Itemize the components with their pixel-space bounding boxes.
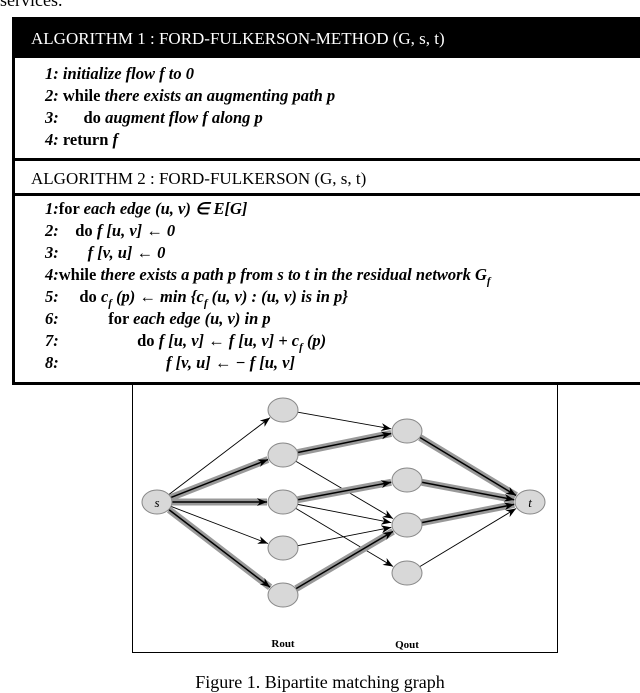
node-s xyxy=(141,489,173,515)
qout-label: Qout xyxy=(395,639,419,651)
line-segment: augment flow f along p xyxy=(105,108,263,127)
source-label: s xyxy=(154,495,159,510)
line-segment: 3: xyxy=(45,108,84,127)
node-R4 xyxy=(267,535,299,561)
line-segment: f xyxy=(112,130,119,149)
algorithm1-title: ALGORITHM 1 : FORD-FULKERSON-METHOD (G, … xyxy=(15,20,640,58)
algorithm-line: 1:for each edge (u, v) ∈ E[G] xyxy=(45,198,491,220)
edge-R2-Q1 xyxy=(297,431,392,454)
line-segment: (u, v) : (u, v) is in p} xyxy=(207,287,348,306)
algorithm-box: ALGORITHM 1 : FORD-FULKERSON-METHOD (G, … xyxy=(12,17,640,385)
edge-Q1-t xyxy=(419,436,517,497)
edge-Q3-t xyxy=(421,502,515,524)
figure-caption: Figure 1. Bipartite matching graph xyxy=(195,672,445,692)
edge-R1-Q1 xyxy=(297,411,392,432)
line-segment: each edge (u, v) ∈ E[G] xyxy=(83,199,248,218)
edge-s-R4 xyxy=(170,506,269,544)
line-segment: while xyxy=(58,265,101,284)
line-segment: (p) xyxy=(302,331,327,350)
node-Q3 xyxy=(391,512,423,538)
node-R1 xyxy=(267,397,299,423)
algorithm1-lines: 1: initialize flow f to 0 2: while there … xyxy=(45,63,335,151)
node-R5 xyxy=(267,582,299,608)
algorithm-line: 6: for each edge (u, v) in p xyxy=(45,308,491,330)
edge-s-R5 xyxy=(168,509,271,588)
line-segment: f xyxy=(108,297,112,310)
line-segment: each edge (u, v) in p xyxy=(133,309,271,328)
algorithm-line: 3: do augment flow f along p xyxy=(45,107,335,129)
line-segment: 7: xyxy=(45,331,138,350)
intro-text: services. xyxy=(0,0,63,10)
algorithm2-lines: 1:for each edge (u, v) ∈ E[G]2: do f [u,… xyxy=(45,198,491,374)
line-segment: 8: f [v, u] ← − f [u, v] xyxy=(45,353,295,372)
line-segment: f xyxy=(203,297,208,310)
edge-R3-Q2 xyxy=(297,480,392,501)
algorithm-line: 2: while there exists an augmenting path… xyxy=(45,85,335,107)
line-segment: while xyxy=(62,86,105,105)
algorithm-line: 3: f [v, u] ← 0 xyxy=(45,242,491,264)
line-segment: (p) ← min {c xyxy=(111,287,204,306)
line-segment: f [u, v] ← f [u, v] + c xyxy=(158,331,300,350)
line-segment: there exists a path p from s to t in the… xyxy=(100,265,487,284)
line-segment: 6: xyxy=(45,309,109,328)
line-segment: return xyxy=(62,130,113,149)
edge-Q2-t xyxy=(421,481,515,502)
node-t xyxy=(514,489,546,515)
algorithm-line: 7: do f [u, v] ← f [u, v] + cf (p) xyxy=(45,330,491,354)
algorithm2-title: ALGORITHM 2 : FORD-FULKERSON (G, s, t) xyxy=(15,158,640,196)
line-segment: for xyxy=(108,309,134,328)
node-R2 xyxy=(267,442,299,468)
sink-label: t xyxy=(528,495,532,510)
line-segment: 5: xyxy=(45,287,80,306)
line-segment: f xyxy=(299,341,303,354)
line-segment: 1: xyxy=(45,199,59,218)
line-segment: 4: xyxy=(45,265,59,284)
node-R3 xyxy=(267,489,299,515)
rout-label: Rout xyxy=(271,638,295,650)
algorithm-line: 8: f [v, u] ← − f [u, v] xyxy=(45,352,491,374)
edge-R3-Q4 xyxy=(295,508,394,567)
algorithm-line: 4:while there exists a path p from s to … xyxy=(45,264,491,288)
line-segment: do xyxy=(75,221,97,240)
algorithm-line: 4: return f xyxy=(45,129,335,151)
edge-s-R2 xyxy=(170,458,269,499)
line-segment: for xyxy=(58,199,84,218)
edge-R4-Q3 xyxy=(297,525,392,547)
line-segment: c xyxy=(100,287,109,306)
line-segment: there exists an augmenting path p xyxy=(104,86,336,105)
edge-R5-Q3 xyxy=(295,530,394,590)
algorithm-line: 1: initialize flow f to 0 xyxy=(45,63,335,85)
algorithm-line: 2: do f [u, v] ← 0 xyxy=(45,220,491,242)
line-segment: f xyxy=(486,275,491,288)
edge-s-R1 xyxy=(168,417,271,495)
edge-R3-Q3 xyxy=(297,503,392,525)
line-segment: 2: xyxy=(45,221,76,240)
bipartite-graph-figure xyxy=(132,385,558,653)
line-segment: 1: initialize flow f to 0 xyxy=(45,64,194,83)
node-Q4 xyxy=(391,560,423,586)
edge-Q4-t xyxy=(419,508,517,567)
node-Q1 xyxy=(391,418,423,444)
line-segment: do xyxy=(83,108,106,127)
algorithm-line: 5: do cf (p) ← min {cf (u, v) : (u, v) i… xyxy=(45,286,491,310)
line-segment: 3: f [v, u] ← 0 xyxy=(45,243,166,262)
line-segment: do xyxy=(137,331,159,350)
line-segment: 2: xyxy=(45,86,63,105)
line-segment: do xyxy=(79,287,101,306)
line-segment: 4: xyxy=(45,130,63,149)
node-Q2 xyxy=(391,467,423,493)
line-segment: f [u, v] ← 0 xyxy=(96,221,176,240)
